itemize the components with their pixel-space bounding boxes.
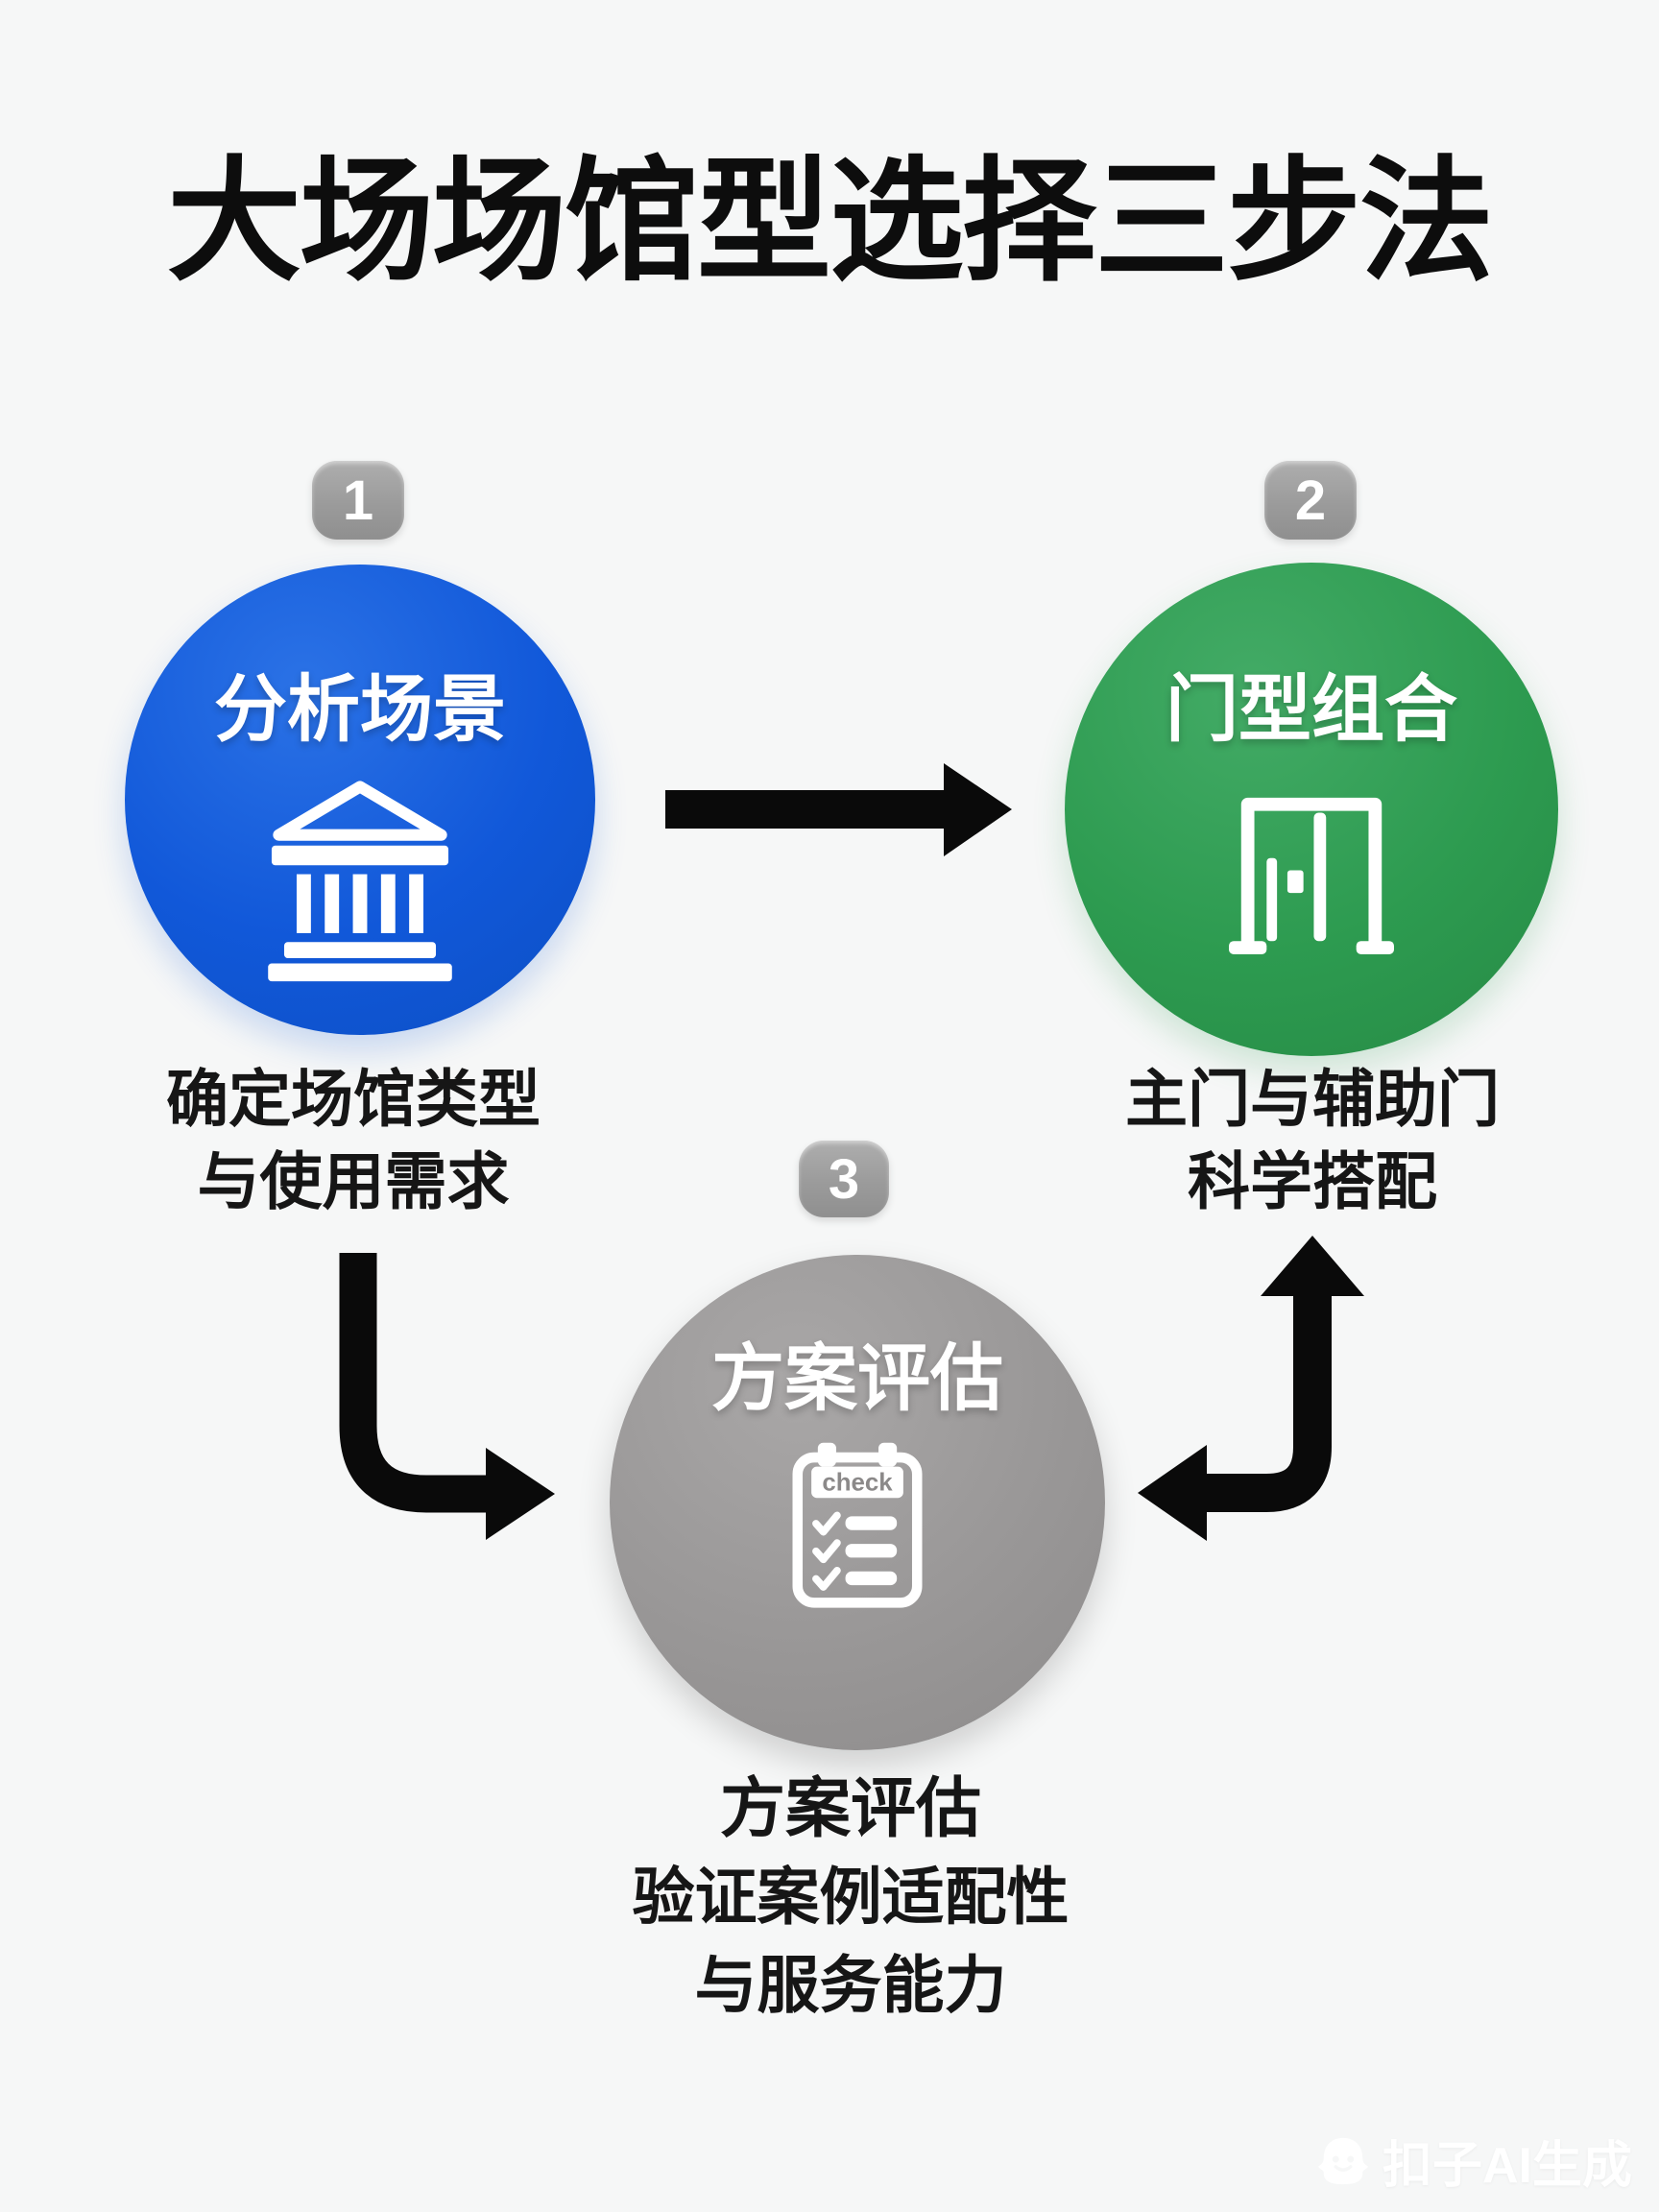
step-2-caption-line-1: 主门与辅助门 bbox=[1124, 1064, 1500, 1134]
step-3-caption-title: 方案评估 bbox=[719, 1772, 981, 1845]
step-2-number: 2 bbox=[1294, 469, 1327, 532]
bank-building-icon bbox=[268, 781, 452, 982]
watermark-label: 扣子AI生成 bbox=[1382, 2138, 1632, 2194]
step-2-number-badge: 2 bbox=[1264, 461, 1357, 540]
step-1-caption-line-2: 与使用需求 bbox=[197, 1146, 510, 1216]
step-1-number: 1 bbox=[342, 469, 374, 532]
step-3-caption: 方案评估 验证案例适配性 与服务能力 bbox=[563, 1765, 1139, 2030]
page-title: 大场场馆型选择三步法 bbox=[166, 146, 1494, 297]
step-3-caption-line-1: 验证案例适配性 bbox=[632, 1862, 1070, 1932]
step-2-caption-line-2: 科学搭配 bbox=[1187, 1146, 1437, 1216]
step-3-circle: 方案评估 check bbox=[610, 1255, 1105, 1750]
checklist-check-text: check bbox=[822, 1470, 893, 1497]
step-3-number: 3 bbox=[828, 1147, 860, 1211]
step-3-number-badge: 3 bbox=[799, 1141, 889, 1217]
ghost-mascot-icon bbox=[1317, 2137, 1369, 2184]
step-1-number-badge: 1 bbox=[312, 461, 404, 540]
step-2-circle: 门型组合 bbox=[1065, 563, 1558, 1056]
step-3-label: 方案评估 bbox=[711, 1338, 1003, 1420]
step-2-label: 门型组合 bbox=[1166, 669, 1457, 751]
step-1-label: 分析场景 bbox=[214, 669, 506, 751]
arrow-step1-to-step3 bbox=[339, 1253, 555, 1540]
checklist-icon: check bbox=[792, 1442, 923, 1608]
step-1-circle: 分析场景 bbox=[125, 565, 595, 1035]
watermark: 扣子AI生成 bbox=[1315, 2125, 1632, 2197]
arrow-step3-to-step2 bbox=[1138, 1236, 1364, 1541]
door-icon bbox=[1229, 797, 1394, 954]
step-1-caption: 确定场馆类型 与使用需求 bbox=[65, 1058, 641, 1223]
step-2-caption: 主门与辅助门 科学搭配 bbox=[1024, 1058, 1600, 1223]
step-3-caption-line-2: 与服务能力 bbox=[694, 1950, 1007, 2020]
step-1-caption-line-1: 确定场馆类型 bbox=[165, 1064, 541, 1134]
arrow-step1-to-step2 bbox=[665, 763, 1012, 856]
